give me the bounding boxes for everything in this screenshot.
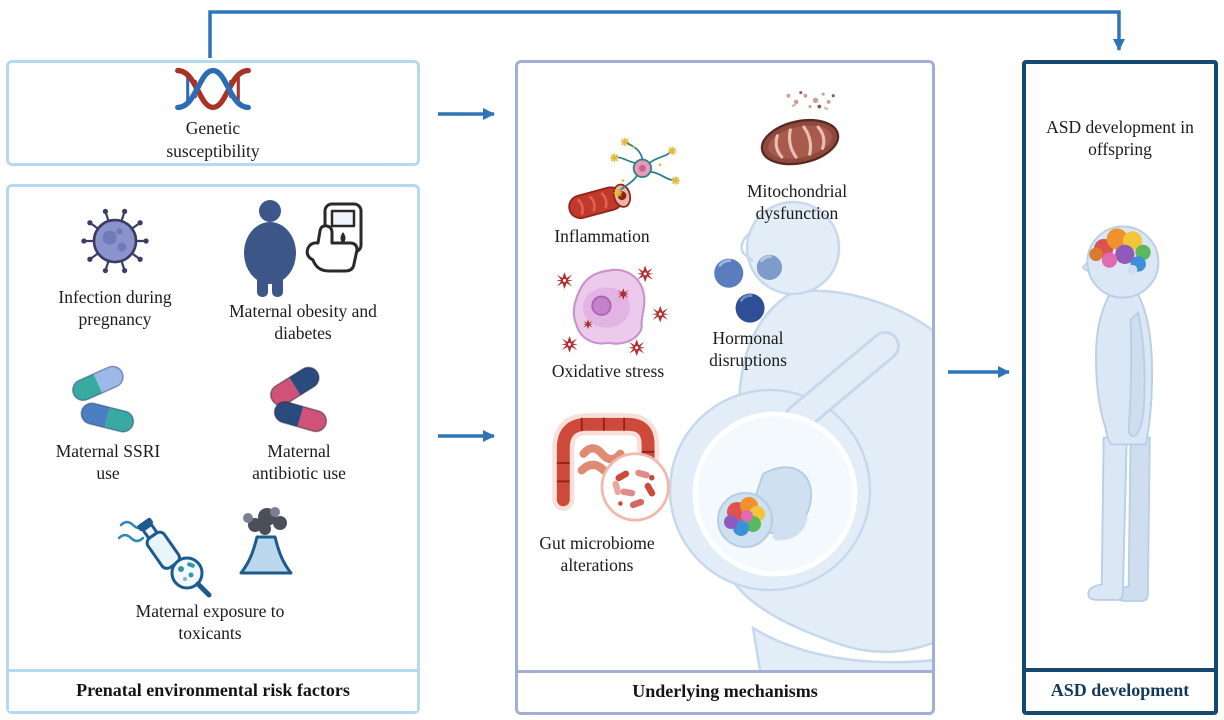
dna-icon [175, 68, 251, 111]
oxidative-stress-label: Oxidative stress [551, 361, 665, 381]
hormonal-disruptions-label: Hormonal disruptions [709, 328, 787, 371]
pregnant-woman-illustration [668, 200, 932, 676]
asd-offspring-label: ASD development in offspring [1046, 117, 1194, 160]
asd-box-title: ASD development [1026, 668, 1214, 711]
asd-development-box: ASD development in offspring ASD develop… [1022, 60, 1218, 715]
obesity-label: Maternal obesity and diabetes [229, 301, 377, 344]
fetal-rainbow-brain [724, 497, 765, 536]
genetic-to-asd-arrow [208, 10, 1125, 58]
ssri-label: Maternal SSRI use [55, 441, 161, 484]
inflammation-icon [568, 137, 680, 220]
antibiotic-pills-icon [269, 366, 328, 433]
virus-icon [81, 208, 149, 274]
underlying-mechanisms-box: Inflammation Mitochondrial dysfunction [515, 60, 935, 715]
child-rainbow-brain-illustration [1081, 225, 1160, 602]
genetic-label: Genetic susceptibility [166, 118, 260, 161]
mitochondria-icon [760, 91, 840, 166]
toxicants-label: Maternal exposure to toxicants [135, 601, 285, 644]
mitochondrial-dysfunction-label: Mitochondrial dysfunction [746, 181, 848, 224]
prenatal-risk-factors-box: Infection during pregnancy Maternal obes… [6, 184, 420, 714]
obesity-glucometer-icon [244, 200, 363, 297]
toxicant-exposure-icon [117, 507, 293, 598]
ssri-pills-icon [72, 365, 135, 433]
mechanisms-box-title: Underlying mechanisms [518, 670, 932, 712]
inflammation-label: Inflammation [554, 226, 650, 246]
gut-microbiome-label: Gut microbiome alterations [539, 533, 655, 576]
rainbow-brain [1089, 228, 1151, 272]
gut-microbiome-icon [552, 413, 670, 522]
genetic-susceptibility-box: Genetic susceptibility [6, 60, 420, 166]
hormone-spheres-icon [714, 254, 783, 323]
antibiotic-label: Maternal antibiotic use [252, 441, 346, 484]
infection-label: Infection during pregnancy [58, 287, 172, 330]
oxidative-stress-icon [556, 265, 669, 357]
prenatal-box-title: Prenatal environmental risk factors [9, 669, 417, 711]
